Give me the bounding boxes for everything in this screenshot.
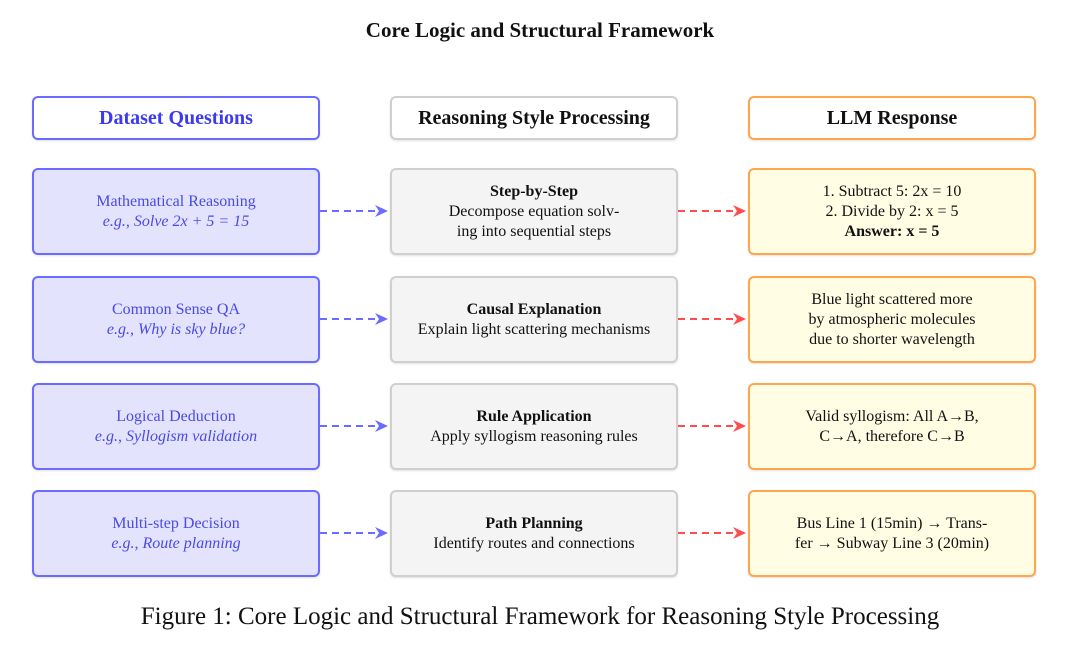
processing-line: ing into sequential steps bbox=[456, 222, 612, 240]
response-box-math: 1. Subtract 5: 2x = 10 2. Divide by 2: x… bbox=[748, 168, 1036, 255]
question-category: Multi-step Decision bbox=[112, 514, 240, 532]
processing-style: Rule Application bbox=[476, 407, 592, 425]
question-category: Mathematical Reasoning bbox=[96, 192, 256, 210]
processing-line: Apply syllogism reasoning rules bbox=[430, 427, 638, 445]
arrow-processing-to-response-head bbox=[733, 205, 746, 217]
processing-style: Path Planning bbox=[485, 514, 583, 532]
processing-line: Explain light scattering mechanisms bbox=[417, 320, 651, 338]
processing-box-rule-application: Rule Application Apply syllogism reasoni… bbox=[390, 383, 678, 470]
arrow-question-to-processing-head bbox=[375, 313, 388, 325]
header-label: Reasoning Style Processing bbox=[418, 106, 650, 129]
question-example: e.g., Syllogism validation bbox=[94, 427, 258, 445]
arrow-processing-to-response-head bbox=[733, 313, 746, 325]
processing-box-causal-explanation: Causal Explanation Explain light scatter… bbox=[390, 276, 678, 363]
processing-line: Decompose equation solv- bbox=[448, 202, 620, 220]
response-answer: Answer: x = 5 bbox=[844, 222, 940, 240]
question-box-math: Mathematical Reasoning e.g., Solve 2x + … bbox=[32, 168, 320, 255]
response-line: by atmospheric molecules bbox=[808, 310, 976, 328]
response-box-logical-deduction: Valid syllogism: All A→B, C→A, therefore… bbox=[748, 383, 1036, 470]
response-line: fer → Subway Line 3 (20min) bbox=[794, 534, 990, 552]
processing-box-step-by-step: Step-by-Step Decompose equation solv- in… bbox=[390, 168, 678, 255]
header-llm-response: LLM Response bbox=[748, 96, 1036, 140]
response-line: Valid syllogism: All A→B, bbox=[805, 407, 979, 425]
question-example: e.g., Route planning bbox=[111, 534, 241, 552]
arrow-question-to-processing-head bbox=[375, 527, 388, 539]
response-line: C→A, therefore C→B bbox=[819, 427, 965, 445]
question-example: e.g., Solve 2x + 5 = 15 bbox=[102, 212, 250, 230]
question-box-logical-deduction: Logical Deduction e.g., Syllogism valida… bbox=[32, 383, 320, 470]
response-line: due to shorter wavelength bbox=[809, 330, 975, 348]
question-example: e.g., Why is sky blue? bbox=[106, 320, 246, 338]
question-category: Common Sense QA bbox=[112, 300, 240, 318]
header-dataset-questions: Dataset Questions bbox=[32, 96, 320, 140]
question-category: Logical Deduction bbox=[116, 407, 236, 425]
header-label: LLM Response bbox=[826, 106, 958, 129]
question-box-multi-step: Multi-step Decision e.g., Route planning bbox=[32, 490, 320, 577]
response-line: Bus Line 1 (15min) → Trans- bbox=[796, 514, 988, 532]
diagram-title: Core Logic and Structural Framework bbox=[365, 18, 715, 42]
response-line: 1. Subtract 5: 2x = 10 bbox=[822, 182, 962, 200]
header-reasoning-style-processing: Reasoning Style Processing bbox=[390, 96, 678, 140]
arrow-question-to-processing-head bbox=[375, 205, 388, 217]
processing-box-path-planning: Path Planning Identify routes and connec… bbox=[390, 490, 678, 577]
question-box-common-sense: Common Sense QA e.g., Why is sky blue? bbox=[32, 276, 320, 363]
arrow-processing-to-response-head bbox=[733, 527, 746, 539]
response-line: 2. Divide by 2: x = 5 bbox=[825, 202, 959, 220]
response-box-common-sense: Blue light scattered more by atmospheric… bbox=[748, 276, 1036, 363]
arrow-processing-to-response-head bbox=[733, 420, 746, 432]
arrow-question-to-processing-head bbox=[375, 420, 388, 432]
response-line: Blue light scattered more bbox=[811, 290, 973, 308]
header-label: Dataset Questions bbox=[99, 106, 253, 129]
processing-style: Causal Explanation bbox=[466, 300, 602, 318]
figure-caption: Figure 1: Core Logic and Structural Fram… bbox=[140, 603, 940, 630]
processing-line: Identify routes and connections bbox=[433, 534, 635, 552]
response-box-multi-step: Bus Line 1 (15min) → Trans- fer → Subway… bbox=[748, 490, 1036, 577]
processing-style: Step-by-Step bbox=[489, 182, 578, 200]
